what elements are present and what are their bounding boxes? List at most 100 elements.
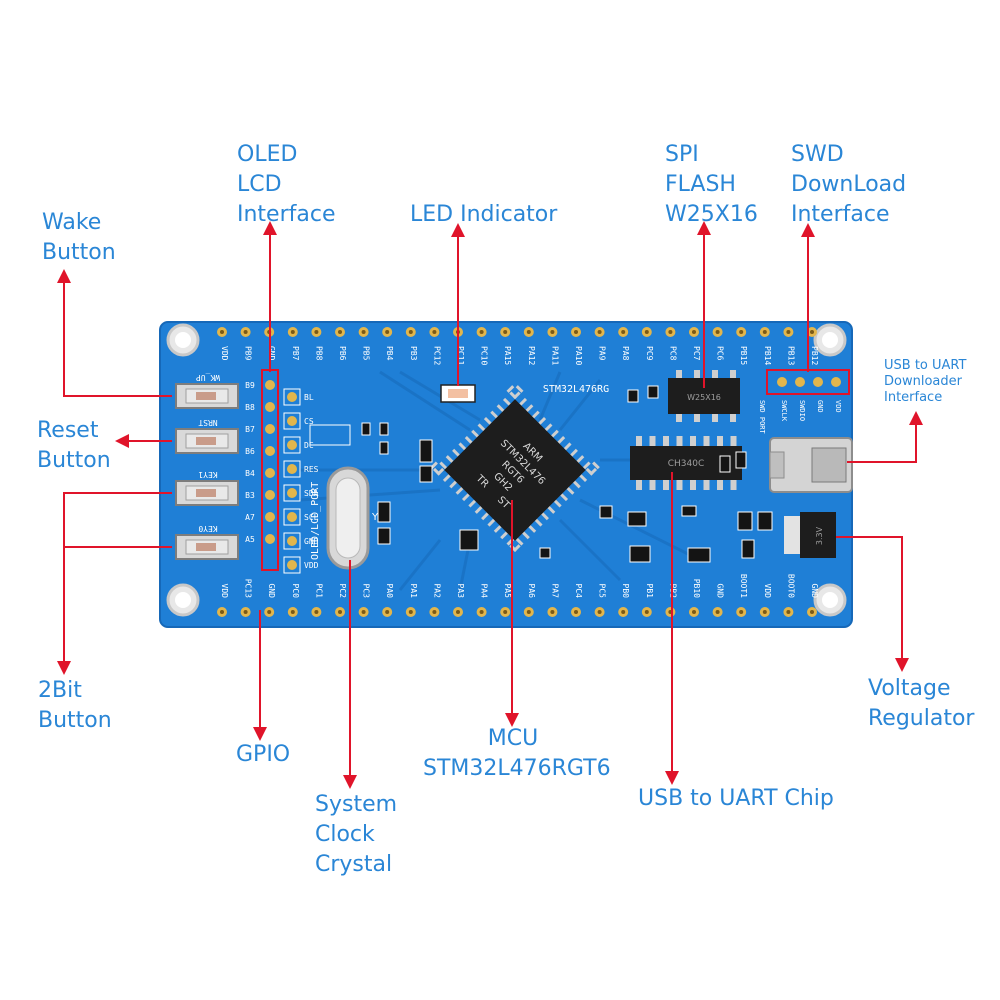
top-pin-label: PB6 xyxy=(338,346,347,361)
bottom-pin-label: PA3 xyxy=(456,584,465,599)
top-pin-label: PC8 xyxy=(668,346,677,361)
left-pin-label: A5 xyxy=(245,535,255,544)
top-pin-label: PA15 xyxy=(503,346,512,365)
left-pin xyxy=(265,380,275,390)
left-pin xyxy=(265,468,275,478)
bottom-pin-label: PB10 xyxy=(692,579,701,598)
oled-pin-label: DC xyxy=(304,441,314,450)
uart-chip-text: CH340C xyxy=(668,459,705,469)
left-pin xyxy=(265,512,275,522)
usb-uart-chip: CH340C xyxy=(630,436,742,490)
bottom-pin-label: PC0 xyxy=(291,584,300,599)
left-pin xyxy=(265,402,275,412)
oled-pin xyxy=(287,464,297,474)
mounting-holes xyxy=(166,323,847,617)
top-pin-label: PB15 xyxy=(739,346,748,365)
bottom-pin-label: PC3 xyxy=(362,584,371,599)
swd-pin-label: GND xyxy=(816,400,824,413)
label-usb-chip: USB to UART Chip xyxy=(638,786,834,811)
left-pin-label: B8 xyxy=(245,403,255,412)
bottom-pin-label: PA6 xyxy=(527,584,536,599)
swd-pin-label: SWDIO xyxy=(798,400,806,421)
bottom-pin-label: PC4 xyxy=(574,584,583,599)
oled-pin-label: BL xyxy=(304,393,314,402)
swd-pin xyxy=(777,377,787,387)
button-silk: NRST xyxy=(198,418,217,427)
bottom-pin-label: PC13 xyxy=(244,579,253,598)
oled-pin xyxy=(287,560,297,570)
left-pin-label: B4 xyxy=(245,469,255,478)
mini-usb-connector xyxy=(769,437,853,493)
bottom-pin-label: PA5 xyxy=(503,584,512,599)
oled-pin xyxy=(287,512,297,522)
top-pin-label: PB13 xyxy=(786,346,795,365)
label-led: LED Indicator xyxy=(410,202,558,227)
oled-pin xyxy=(287,536,297,546)
crystal: Y2 xyxy=(326,466,384,570)
led-indicator xyxy=(440,384,476,403)
bottom-pin-label: BOOT0 xyxy=(786,574,795,598)
left-pin xyxy=(265,424,275,434)
voltage-regulator: 3.3V xyxy=(784,512,836,558)
oled-pin-label: CS xyxy=(304,417,314,426)
oled-pin xyxy=(287,440,297,450)
left-pin-label: A7 xyxy=(245,513,255,522)
top-pin-label: PC12 xyxy=(432,346,441,365)
top-pin-label: PC9 xyxy=(645,346,654,361)
bottom-pin-label: PC2 xyxy=(338,584,347,599)
swd-pin xyxy=(813,377,823,387)
arrow-regulator xyxy=(836,536,909,672)
oled-pin xyxy=(287,392,297,402)
mcu-chip: ARM STM32L476 RGT6 GH2 TR ST xyxy=(430,385,600,553)
top-pin-label: PA11 xyxy=(550,346,559,365)
top-pin-label: PC10 xyxy=(480,346,489,365)
bottom-pin-label: GND xyxy=(810,584,819,599)
left-pin-label: B6 xyxy=(245,447,255,456)
oled-pin-label: GND xyxy=(304,537,319,546)
bottom-pin-label: PA2 xyxy=(432,584,441,599)
button-silk: KEY0 xyxy=(198,524,217,533)
top-pin-label: PA8 xyxy=(621,346,630,361)
bottom-pin-label: BOOT1 xyxy=(739,574,748,598)
bottom-pin-label: PC1 xyxy=(314,584,323,599)
top-pin-label: PB7 xyxy=(291,346,300,361)
top-pin-label: PA9 xyxy=(598,346,607,361)
left-pin xyxy=(265,534,275,544)
top-pin-label: PA10 xyxy=(574,346,583,365)
bottom-pin-label: VDD xyxy=(220,584,229,599)
button-silk: KEY1 xyxy=(198,470,217,479)
oled-pin-label: RES xyxy=(304,465,319,474)
top-pin-label: PA12 xyxy=(527,346,536,365)
top-pin-label: PB9 xyxy=(244,346,253,361)
oled-pin-label: SCL xyxy=(304,513,319,522)
button-silk: WK_UP xyxy=(196,373,220,382)
arrow-usb-uart-if xyxy=(847,411,923,463)
bottom-pin-label: PB0 xyxy=(621,584,630,599)
top-pin-label: PC11 xyxy=(456,346,465,365)
swd-pin-label: VDD xyxy=(834,400,842,413)
bottom-pin-label: PA7 xyxy=(550,584,559,599)
left-pin-label: B7 xyxy=(245,425,255,434)
left-pin xyxy=(265,446,275,456)
arrow-2bit xyxy=(57,492,172,675)
left-pin-label: B9 xyxy=(245,381,255,390)
top-pin-label: VDD xyxy=(220,346,229,361)
board-port-label: STM32L476RG xyxy=(543,384,609,395)
top-header-pins xyxy=(217,327,817,337)
bottom-pin-label: PB1 xyxy=(645,584,654,599)
bottom-pin-label: PA0 xyxy=(385,584,394,599)
top-pin-label: PB8 xyxy=(314,346,323,361)
top-pin-label: PC6 xyxy=(716,346,725,361)
